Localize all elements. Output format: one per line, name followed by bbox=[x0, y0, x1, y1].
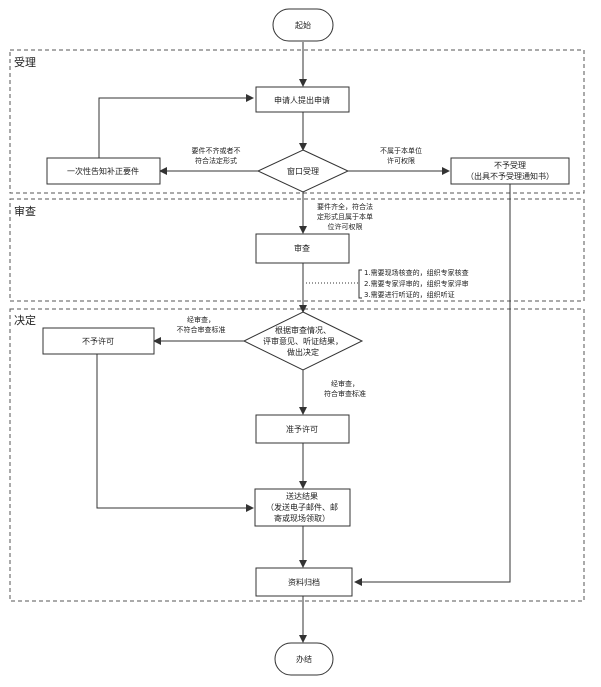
label-pass-1: 经审查， bbox=[331, 379, 359, 388]
node-deliver-text-3: 寄或现场领取） bbox=[274, 513, 330, 523]
node-deliver-text-2: （发送电子邮件、邮 bbox=[266, 502, 338, 512]
node-decide bbox=[242, 311, 364, 371]
section-review-frame bbox=[9, 198, 585, 302]
node-reject-accept-text-1: 不予受理 bbox=[494, 160, 526, 170]
node-supplement bbox=[46, 157, 161, 185]
node-deny-text: 不予许可 bbox=[82, 336, 114, 346]
node-review bbox=[255, 233, 350, 264]
label-pass-2: 符合审查标准 bbox=[324, 389, 366, 398]
node-apply bbox=[255, 86, 350, 113]
node-review-text: 审查 bbox=[294, 243, 310, 253]
label-fail-1: 经审查， bbox=[187, 315, 215, 324]
section-decide-frame bbox=[9, 308, 585, 602]
label-complete-2: 定形式且属于本单 bbox=[317, 212, 373, 221]
node-end bbox=[274, 642, 334, 676]
node-reject-accept-text-2: （出具不予受理通知书） bbox=[466, 171, 554, 181]
node-start bbox=[272, 8, 334, 42]
review-note-2: 2.需要专家评审的，组织专家评审 bbox=[364, 279, 469, 288]
label-not-scope-2: 许可权限 bbox=[387, 156, 415, 165]
node-deliver bbox=[254, 488, 351, 527]
edge-supplement-apply bbox=[98, 94, 254, 158]
section-review-label: 审查 bbox=[14, 204, 36, 218]
section-accept-frame bbox=[9, 49, 585, 194]
node-archive-text: 资料归档 bbox=[288, 577, 320, 587]
edge-reject-archive bbox=[354, 184, 511, 586]
edge-deny-deliver bbox=[96, 354, 254, 512]
label-complete-1: 要件齐全，符合法 bbox=[317, 202, 373, 211]
node-end-text: 办结 bbox=[296, 654, 312, 664]
label-incomplete-2: 符合法定形式 bbox=[195, 156, 237, 165]
node-deny bbox=[42, 327, 155, 355]
node-start-text: 起始 bbox=[295, 20, 311, 30]
node-decide-text-1: 根据审查情况、 bbox=[275, 325, 331, 335]
node-window-accept bbox=[256, 149, 350, 193]
node-supplement-text: 一次性告知补正要件 bbox=[67, 166, 139, 176]
label-incomplete-1: 要件不齐或者不 bbox=[192, 146, 241, 155]
node-decide-text-3: 做出决定 bbox=[287, 347, 319, 357]
node-deliver-text-1: 送达结果 bbox=[286, 491, 318, 501]
section-accept-label: 受理 bbox=[14, 56, 36, 69]
review-note-1: 1.需要现场核查的，组织专家核查 bbox=[364, 268, 469, 277]
node-grant bbox=[255, 414, 350, 444]
label-not-scope-1: 不属于本单位 bbox=[380, 146, 422, 155]
section-decide-label: 决定 bbox=[14, 313, 36, 327]
node-grant-text: 准予许可 bbox=[286, 424, 318, 434]
review-note-bracket bbox=[358, 269, 362, 299]
node-window-accept-text: 窗口受理 bbox=[287, 166, 319, 176]
node-archive bbox=[255, 567, 353, 597]
node-decide-text-2: 评审意见、听证结果， bbox=[263, 336, 343, 346]
label-complete-3: 位许可权限 bbox=[328, 222, 363, 231]
node-reject-accept bbox=[450, 157, 570, 185]
node-apply-text: 申请人提出申请 bbox=[274, 95, 330, 105]
label-fail-2: 不符合审查标准 bbox=[177, 325, 226, 334]
review-note-3: 3.需要进行听证的，组织听证 bbox=[364, 290, 455, 299]
